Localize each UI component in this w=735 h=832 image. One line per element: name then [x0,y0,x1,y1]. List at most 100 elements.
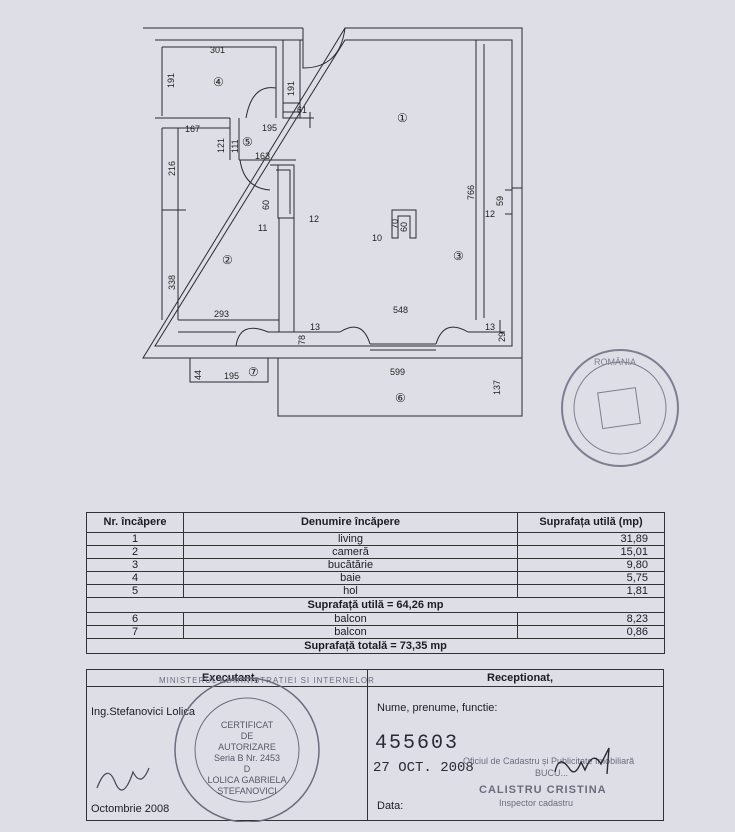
cert-line: CERTIFICAT [220,720,274,730]
useful-area-total-row: Suprafață utilă = 64,26 mp [86,597,665,613]
row-nr: 7 [86,625,184,639]
header-name: Denumire încăpere [183,512,518,533]
dim-293: 293 [214,309,229,319]
dim-163: 163 [255,151,270,161]
room-number-1: ① [397,111,408,125]
dim-59: 59 [495,196,505,206]
table-row: 7 balcon 0,86 [86,625,665,639]
balcony-6 [277,358,523,417]
dim-216: 216 [167,161,177,176]
bath-inner [161,46,277,118]
room-number-3: ③ [453,249,464,263]
receptionat-label: Receptionat, [487,672,554,684]
row-area: 8,23 [517,612,665,626]
dim-301: 301 [210,45,225,55]
table-row: 5 hol 1,81 [86,584,665,598]
bottom-wall [178,320,505,351]
room2-walls [229,118,296,161]
dim-137: 137 [492,380,502,395]
row-area: 1,81 [517,584,665,598]
dim-61: 61 [297,105,307,115]
inspector-role: Inspector cadastru [499,798,574,808]
dim-78: 78 [297,335,307,345]
cert-line: AUTORIZARE [218,742,276,752]
row-name: balcon [183,625,518,639]
round-stamp-text: ROMÂNIA [594,357,636,367]
row-name: balcon [183,612,518,626]
door-arc-balcony1 [235,327,269,347]
certificate-text: CERTIFICAT DE AUTORIZARE Seria B Nr. 245… [207,720,287,797]
cert-line: D [243,764,251,774]
executant-name: Ing.Stefanovici Lolica [91,706,195,718]
door-arc-balcony2 [339,326,371,345]
office-city: BUCU... [535,768,569,778]
dim-12-b: 12 [485,209,495,219]
row-area: 15,01 [517,545,665,559]
cert-line: LOLICA GABRIELA [207,775,287,785]
useful-area-total: Suprafață utilă = 64,26 mp [86,597,665,613]
dim-766: 766 [466,185,476,200]
row-name: baie [183,571,518,585]
room-number-2: ② [222,253,233,267]
kitchen-counter [391,209,417,239]
door-arc-balcony3 [435,326,469,345]
dim-548: 548 [393,305,408,315]
dim-167: 167 [185,124,200,134]
room-number-6: ⑥ [395,391,406,405]
kitchen-wall [475,40,522,320]
door-arc-room2 [239,159,271,191]
cert-line: DE [240,731,254,741]
table-row: 4 baie 5,75 [86,571,665,585]
dim-70: 70 [390,219,400,229]
room-number-4: ④ [213,75,224,89]
header-area: Suprafața utilă (mp) [517,512,665,533]
grand-total: Suprafață totală = 73,35 mp [86,638,665,654]
row-area: 0,86 [517,625,665,639]
dim-191: 191 [166,73,176,88]
signature-executant-icon [96,767,150,791]
row-nr: 1 [86,532,184,546]
executant-label: Executant, [202,672,258,684]
row-nr: 2 [86,545,184,559]
row-area: 5,75 [517,571,665,585]
bath-walls [155,40,301,119]
table-row: 2 cameră 15,01 [86,545,665,559]
table-header-row: Nr. încăpere Denumire încăpere Suprafața… [86,512,665,533]
area-table: Nr. încăpere Denumire încăpere Suprafața… [86,512,665,654]
cert-line: STEFANOVICI [217,786,277,796]
dim-13-b: 13 [485,322,495,332]
room-number-5: ⑤ [242,135,253,149]
dim-121: 121 [216,138,226,153]
ministry-seal-icon [174,677,320,822]
dim-10: 10 [372,233,382,243]
partition-wall [278,218,295,332]
date-label: Data: [377,800,404,812]
table-row: 1 living 31,89 [86,532,665,546]
dim-338: 338 [167,275,177,290]
room2-inner [161,127,230,320]
ministry-ring-text: MINISTERUL ADMINISTRATIEI SI INTERNELOR [159,676,375,685]
reception-date: 27 OCT. 2008 [373,760,474,776]
dim-195: 195 [262,123,277,133]
dim-11: 11 [258,223,267,233]
inner-wall-outline [154,39,513,347]
dim-191-b: 191 [286,81,296,96]
signature-box: Executant, Receptionat, Ing.Stefanovici … [86,669,664,822]
header-divider [87,686,663,687]
door-arc-main [302,27,346,69]
row-name: hol [183,584,518,598]
row-nr: 5 [86,584,184,598]
row-name: cameră [183,545,518,559]
dim-44: 44 [193,370,203,380]
row-nr: 3 [86,558,184,572]
dim-60: 60 [261,200,271,210]
inspector-name: CALISTRU CRISTINA [479,784,607,796]
registration-number: 455603 [375,732,460,755]
door-arc-bath [245,87,277,119]
cert-line: Seria B Nr. 2453 [213,753,281,763]
dim-12: 12 [309,214,319,224]
dim-599: 599 [390,367,405,377]
office-text: Oficiul de Cadastru și Publicitate Imobi… [463,756,635,766]
balcony-7 [189,358,269,383]
dim-195-b: 195 [224,371,239,381]
